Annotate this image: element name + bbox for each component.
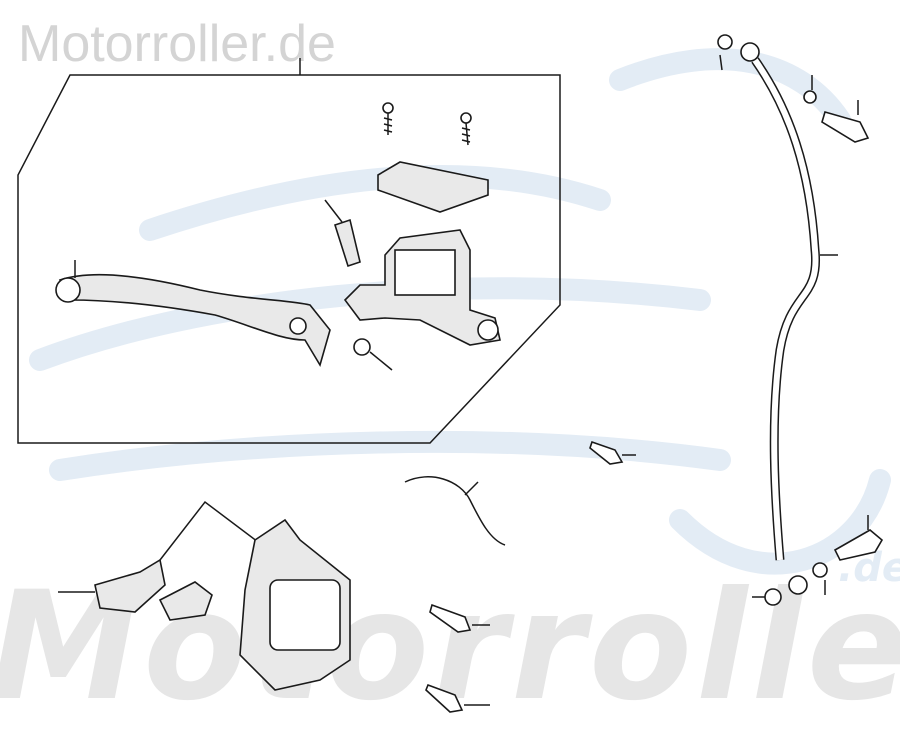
bolt-icon	[429, 603, 472, 633]
banjo-bolt	[833, 529, 884, 561]
watermark-top: Motorroller.de	[18, 15, 336, 73]
screw-icon	[460, 112, 472, 146]
nut-icon	[353, 338, 371, 356]
group-frame	[17, 58, 561, 444]
washer-icon	[764, 588, 782, 606]
brake-pad	[94, 558, 166, 613]
banjo-bolt	[821, 111, 870, 143]
washer-icon	[803, 90, 817, 104]
bleeder-valve	[333, 218, 361, 268]
screw-icon	[382, 102, 394, 135]
brake-hose	[751, 57, 821, 561]
bolt-icon	[589, 440, 624, 465]
washer-icon	[717, 34, 733, 50]
brake-lever	[58, 274, 331, 367]
bolt-icon	[425, 683, 464, 713]
washer-icon	[812, 562, 828, 578]
brake-pad	[158, 581, 213, 621]
wire-clip	[404, 476, 506, 546]
reservoir-cap	[377, 161, 489, 213]
